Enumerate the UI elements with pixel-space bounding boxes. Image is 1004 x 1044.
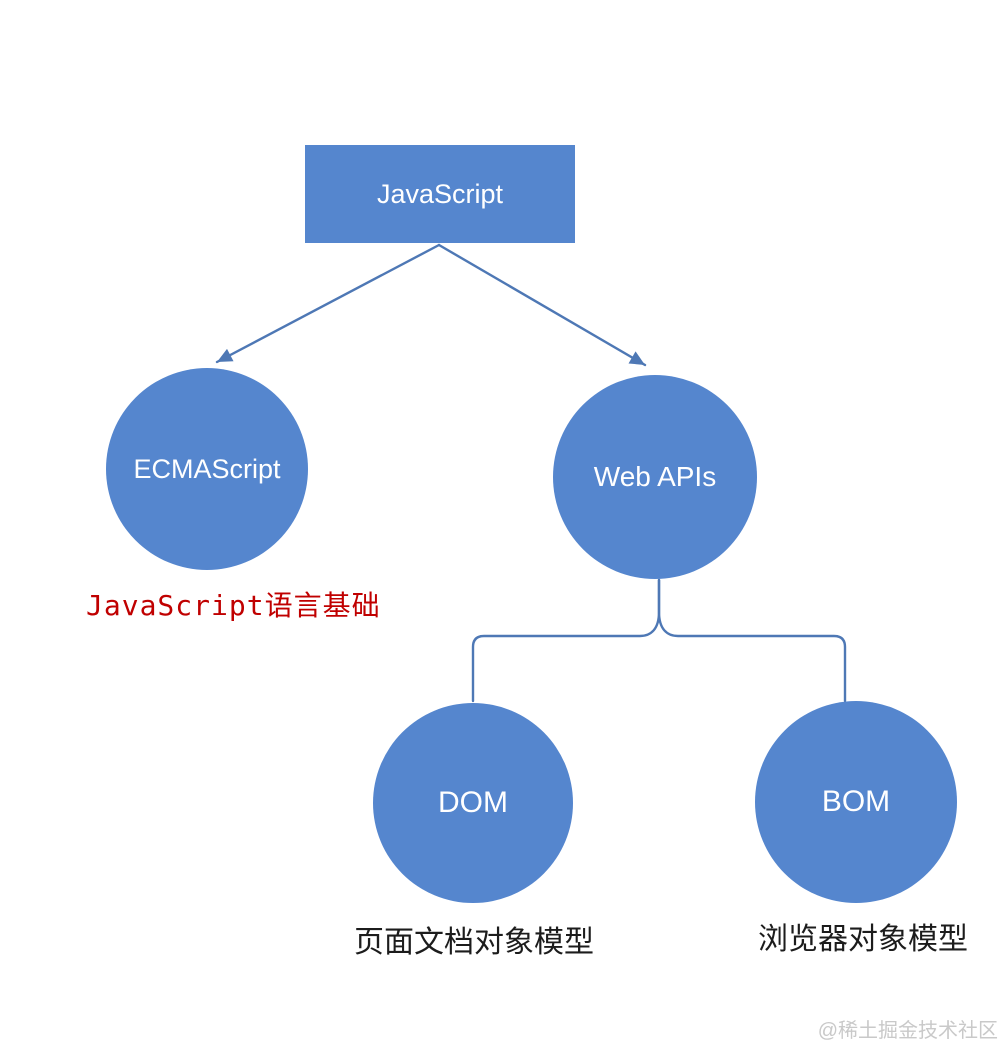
node-webapis: Web APIs [553, 375, 757, 579]
arrow-javascript-to-ecmascript [215, 243, 441, 364]
caption-ecmascript: JavaScript语言基础 [86, 589, 381, 622]
connector-webapis-to-dom [471, 578, 661, 703]
watermark: @稀土掘金技术社区 [817, 1020, 998, 1042]
node-webapis-label: Web APIs [593, 461, 717, 492]
node-bom-label: BOM [821, 785, 891, 818]
node-ecmascript-label: ECMAScript [133, 453, 281, 484]
node-ecmascript: ECMAScript [106, 368, 308, 570]
node-javascript-label: JavaScript [376, 178, 504, 209]
node-javascript: JavaScript [305, 145, 575, 243]
node-dom-label: DOM [438, 786, 508, 819]
connector-webapis-to-bom [657, 578, 847, 703]
node-dom: DOM [373, 703, 573, 903]
caption-bom: 浏览器对象模型 [758, 923, 968, 956]
caption-dom: 页面文档对象模型 [354, 926, 594, 959]
node-bom: BOM [755, 701, 957, 903]
arrow-javascript-to-webapis [437, 243, 647, 367]
